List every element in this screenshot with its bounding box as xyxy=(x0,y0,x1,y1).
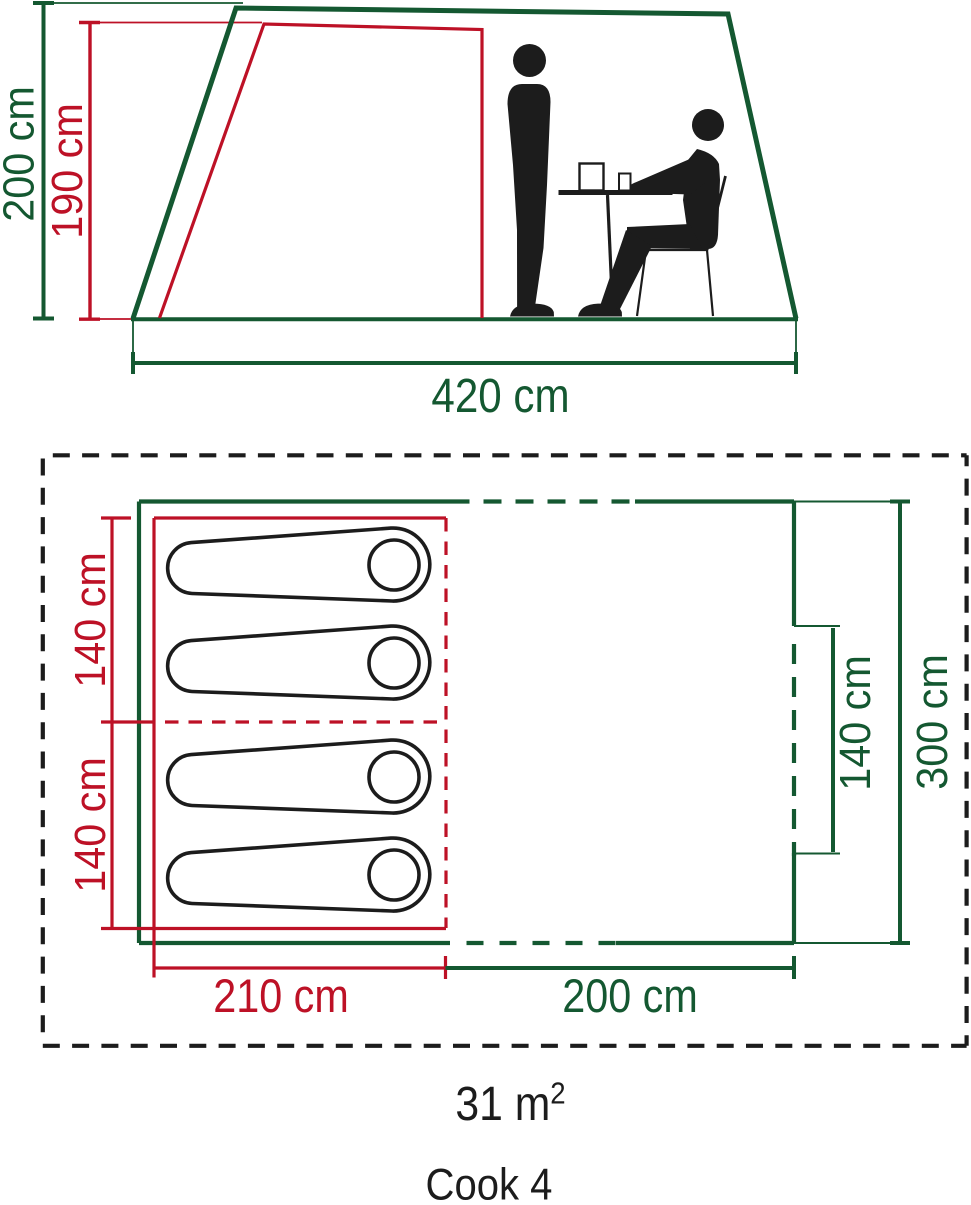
svg-text:Cook 4: Cook 4 xyxy=(426,1159,553,1200)
svg-text:210 cm: 210 cm xyxy=(213,971,349,1023)
svg-text:420 cm: 420 cm xyxy=(431,368,569,422)
svg-text:300 cm: 300 cm xyxy=(908,654,957,790)
svg-text:31 m2: 31 m2 xyxy=(455,1076,565,1131)
svg-text:140 cm: 140 cm xyxy=(831,655,880,791)
svg-text:200 cm: 200 cm xyxy=(0,86,44,222)
svg-text:140 cm: 140 cm xyxy=(66,757,115,893)
svg-text:200 cm: 200 cm xyxy=(562,971,698,1023)
svg-text:190 cm: 190 cm xyxy=(43,103,92,239)
svg-text:140 cm: 140 cm xyxy=(66,552,115,688)
